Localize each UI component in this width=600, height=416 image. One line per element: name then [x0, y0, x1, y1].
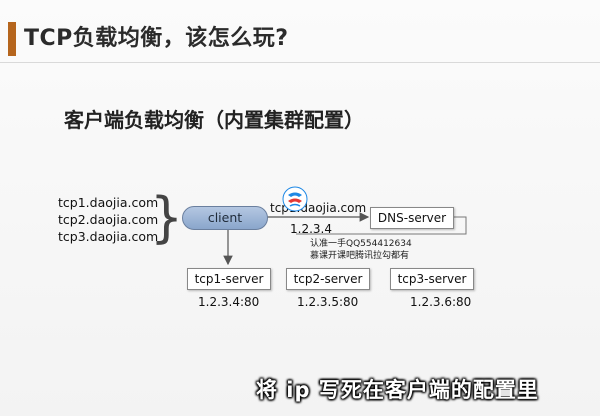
brace-icon: } — [150, 186, 184, 250]
server-addr-1: 1.2.3.4:80 — [198, 295, 260, 309]
server-node-2: tcp2-server — [286, 268, 370, 290]
server-node-1: tcp1-server — [187, 268, 271, 290]
dns-return-line — [296, 216, 467, 235]
server-addr-2: 1.2.3.5:80 — [297, 295, 359, 309]
watermark-line-1: 认准一手QQ554412634 — [310, 239, 412, 249]
dns-server-node: DNS-server — [370, 207, 454, 229]
title-accent-bar — [8, 22, 16, 56]
slide-subtitle: 客户端负载均衡（内置集群配置） — [64, 108, 364, 132]
dns-lookup-ip: 1.2.3.4 — [290, 222, 332, 236]
video-caption: 将 ip 写死在客户端的配置里 — [256, 378, 539, 402]
domain-item: tcp1.daojia.com — [58, 195, 159, 210]
client-node: client — [182, 206, 268, 230]
title-divider — [0, 62, 600, 63]
server-addr-3: 1.2.3.6:80 — [410, 295, 472, 309]
domain-item: tcp3.daojia.com — [58, 229, 159, 244]
server-node-3: tcp3-server — [390, 268, 474, 290]
domain-list: tcp1.daojia.com tcp2.daojia.com tcp3.dao… — [58, 194, 158, 245]
watermark-line-2: 慕课开课吧腾讯拉勾都有 — [310, 251, 410, 261]
domain-item: tcp2.daojia.com — [58, 212, 159, 227]
watermark-logo-icon — [282, 186, 308, 212]
slide-title: TCP负载均衡，该怎么玩? — [24, 26, 289, 51]
